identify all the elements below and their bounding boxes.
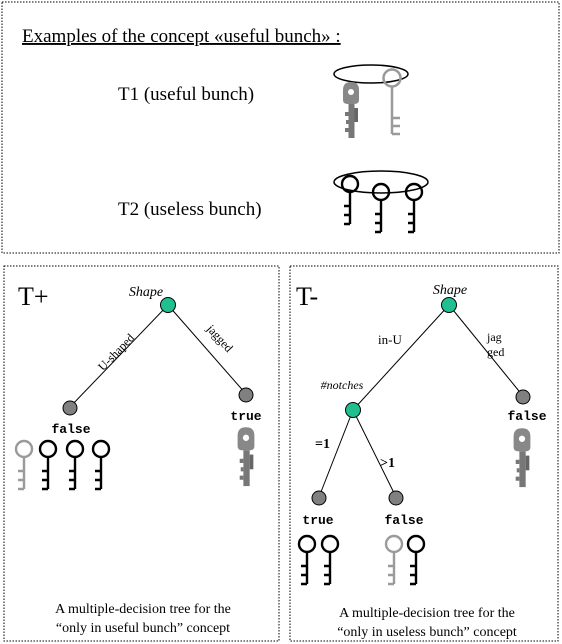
black-key-icon [371,182,391,234]
edge-jag-label: jag [486,330,502,344]
edge-eq1-label: =1 [315,437,330,452]
black-key-icon [406,534,426,586]
edge-gt1-label: >1 [380,456,395,471]
decision-node-shape [441,297,457,313]
leaf-false-label: false [507,409,546,424]
left-panel: T+ Shape U-shaped jagged false true A mu… [3,265,280,642]
edge-jagged-label: jagged [203,321,235,355]
edge-eq1 [318,409,354,498]
gray-key-icon [14,439,34,491]
examples-heading: Examples of the concept «useful bunch» : [22,26,341,47]
leaf-node-true [311,490,327,506]
t-minus-label: T- [296,282,318,311]
example-t2-label: T2 (useless bunch) [118,199,262,220]
gray-real-key-icon [513,428,531,488]
edge-ged-label: ged [487,345,504,359]
black-key-icon [320,534,340,586]
root-node-label: Shape [433,283,467,298]
left-panel-border [3,265,280,642]
right-panel: T- Shape in-U jag ged #notches =1 >1 fal… [289,265,559,642]
gray-real-key-icon [237,427,255,487]
edge-in-u-label: in-U [378,332,402,347]
decision-node-shape [160,297,176,313]
gray-key-icon [384,534,404,586]
edge-jagged [448,304,524,397]
leaf-node-false [62,400,78,416]
black-key-icon [340,174,360,226]
edge-gt1 [352,409,397,498]
leaf-false-label: false [51,422,90,437]
example-t1-label: T1 (useful bunch) [118,84,254,105]
edge-jagged [167,304,247,395]
leaf-false-label: false [384,513,423,528]
edge-in-u [352,304,450,411]
useful-bunch-icon [333,64,409,138]
leaf-true-label: true [302,513,333,528]
leaf-true-label: true [230,409,261,424]
t-plus-label: T+ [18,282,49,311]
right-panel-border [289,265,559,642]
black-key-icon [297,534,317,586]
right-caption-line2: “only in useless bunch” concept [337,625,517,640]
edge-u-shaped-label: U-shaped [95,331,137,374]
top-panel-border [1,1,560,254]
right-caption-line1: A multiple-decision tree for the [339,606,515,621]
notches-node-label: #notches [321,378,364,392]
left-caption-line2: “only in useful bunch” concept [56,621,230,636]
gray-key-icon [343,82,359,138]
leaf-node-false [388,490,404,506]
black-key-icon [65,439,85,491]
leaf-node-false [515,389,531,405]
useless-bunch-icon [333,170,429,234]
top-panel: Examples of the concept «useful bunch» :… [1,1,560,254]
key-ring-icon [333,64,409,84]
leaf-node-true [238,387,254,403]
edge-u-shaped [69,304,169,408]
gray-outline-key-icon [382,68,402,136]
black-key-icon [38,439,58,491]
black-key-icon [91,439,111,491]
decision-node-notches [345,402,361,418]
root-node-label: Shape [129,285,163,300]
key-ring-icon [333,170,429,194]
left-caption-line1: A multiple-decision tree for the [55,602,231,617]
